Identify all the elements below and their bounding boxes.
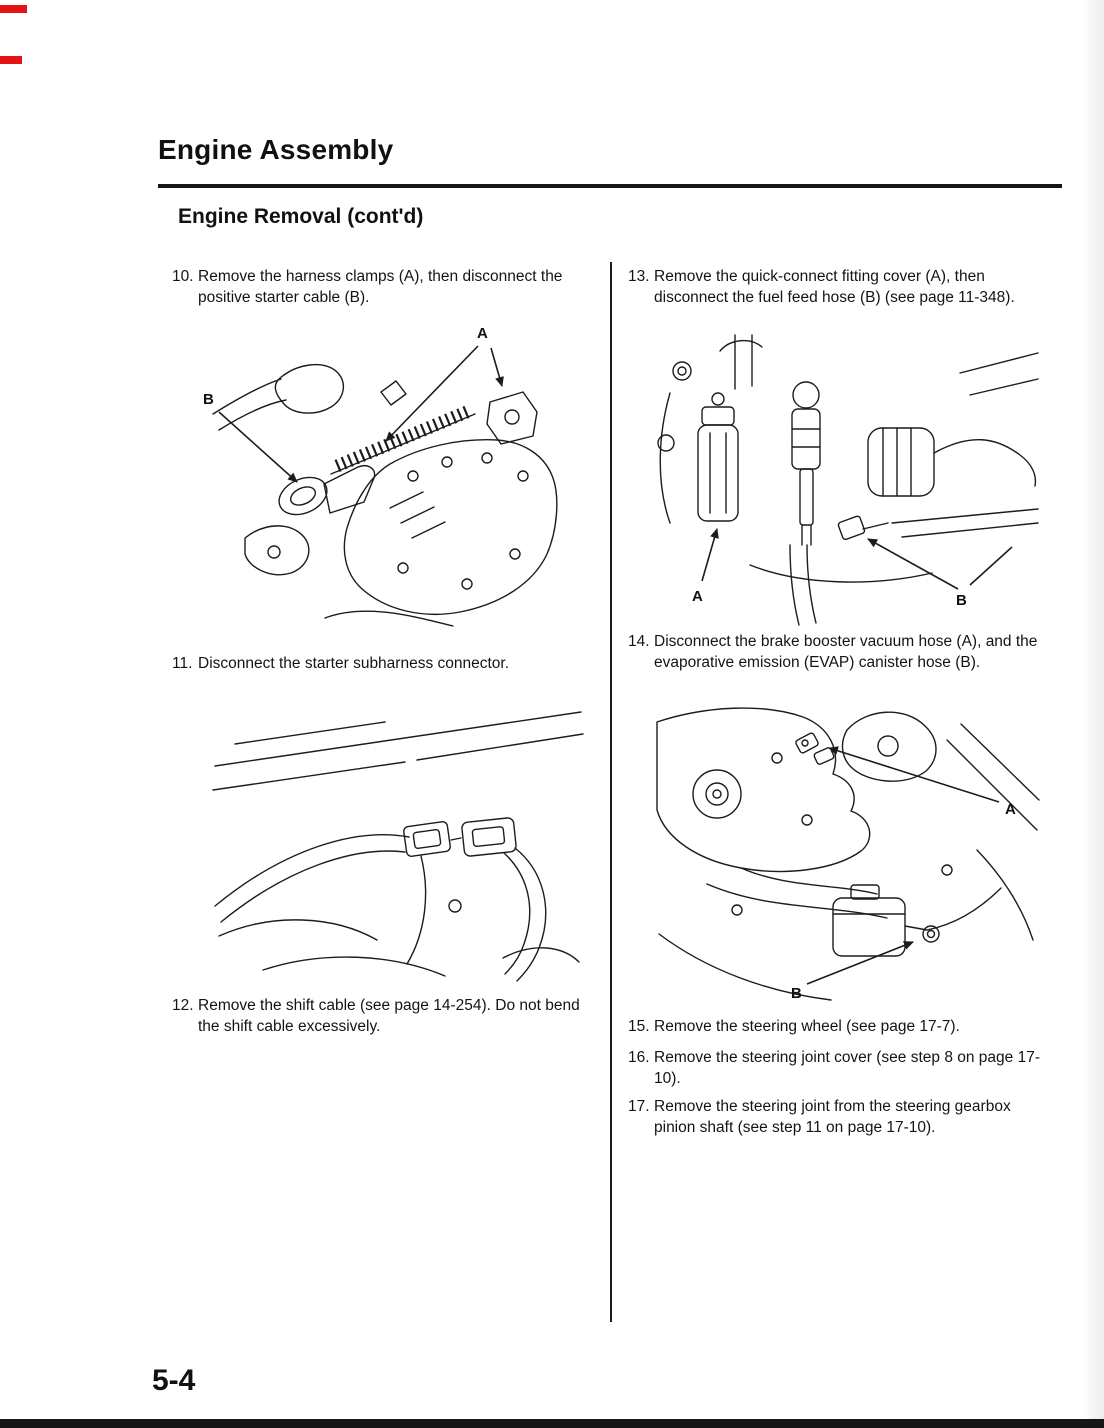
figure-label-b: B xyxy=(791,985,802,1002)
callout-line-b xyxy=(969,546,1013,586)
step-14: 14. Disconnect the brake booster vacuum … xyxy=(628,632,1052,674)
step-text: Disconnect the starter subharness connec… xyxy=(198,655,510,672)
step-number: 13. xyxy=(628,268,650,285)
callout-arrow-b xyxy=(218,411,298,483)
step-10: 10. Remove the harness clamps (A), then … xyxy=(172,267,594,309)
step-number: 14. xyxy=(628,633,650,650)
callout-arrow-a xyxy=(828,746,1000,803)
callout-arrow-b xyxy=(806,941,914,985)
figure-callouts: A B xyxy=(203,325,504,483)
step-text: Remove the shift cable (see page 14-254)… xyxy=(198,997,580,1035)
figure-quick-connect-fitting: A B xyxy=(657,334,1039,626)
step-17: 17. Remove the steering joint from the s… xyxy=(628,1097,1052,1139)
scan-artifact-red-mark xyxy=(0,56,22,64)
step-text: Remove the steering joint cover (see ste… xyxy=(654,1049,1041,1087)
step-text: Disconnect the brake booster vacuum hose… xyxy=(654,633,1038,671)
step-text: Remove the harness clamps (A), then disc… xyxy=(198,268,563,306)
step-number: 11. xyxy=(172,655,193,672)
column-divider xyxy=(610,262,612,1322)
step-12: 12. Remove the shift cable (see page 14-… xyxy=(172,996,594,1038)
step-11: 11. Disconnect the starter subharness co… xyxy=(172,654,594,675)
page-edge-shadow xyxy=(1082,0,1104,1428)
figure-label-a: A xyxy=(1005,801,1016,818)
step-number: 12. xyxy=(172,997,194,1014)
step-number: 16. xyxy=(628,1049,650,1066)
scan-artifact-red-mark xyxy=(0,5,27,13)
section-title: Engine Removal (cont'd) xyxy=(178,205,424,228)
figure-callouts: A B xyxy=(791,746,1016,1002)
page-number: 5-4 xyxy=(152,1364,196,1397)
callout-arrow-a xyxy=(490,347,504,387)
engine-line-art xyxy=(212,363,558,627)
engine-line-art xyxy=(656,707,1040,1001)
callout-arrow-a xyxy=(385,345,479,442)
step-15: 15. Remove the steering wheel (see page … xyxy=(628,1017,1052,1038)
step-text: Remove the quick-connect fitting cover (… xyxy=(654,268,1015,306)
figure-label-a: A xyxy=(692,588,703,605)
figure-brake-booster-hose: A B xyxy=(656,707,1040,1002)
engine-line-art xyxy=(212,711,584,982)
figure-subharness-connector xyxy=(212,711,584,982)
step-16: 16. Remove the steering joint cover (see… xyxy=(628,1048,1052,1090)
bottom-scan-bar xyxy=(0,1419,1104,1428)
page-title: Engine Assembly xyxy=(158,134,394,165)
figure-label-a: A xyxy=(477,325,488,342)
figure-label-b: B xyxy=(956,592,967,609)
figure-label-b: B xyxy=(203,391,214,408)
figure-callouts: A B xyxy=(692,528,1013,609)
step-text: Remove the steering wheel (see page 17-7… xyxy=(654,1018,960,1035)
step-number: 10. xyxy=(172,268,194,285)
callout-arrow-a xyxy=(701,528,719,582)
step-text: Remove the steering joint from the steer… xyxy=(654,1098,1011,1136)
figure-harness-clamps: A B xyxy=(203,325,558,627)
step-number: 17. xyxy=(628,1098,650,1115)
engine-line-art xyxy=(657,334,1039,626)
step-13: 13. Remove the quick-connect fitting cov… xyxy=(628,267,1052,309)
title-rule xyxy=(158,184,1062,188)
callout-arrow-b xyxy=(867,538,959,590)
step-number: 15. xyxy=(628,1018,650,1035)
